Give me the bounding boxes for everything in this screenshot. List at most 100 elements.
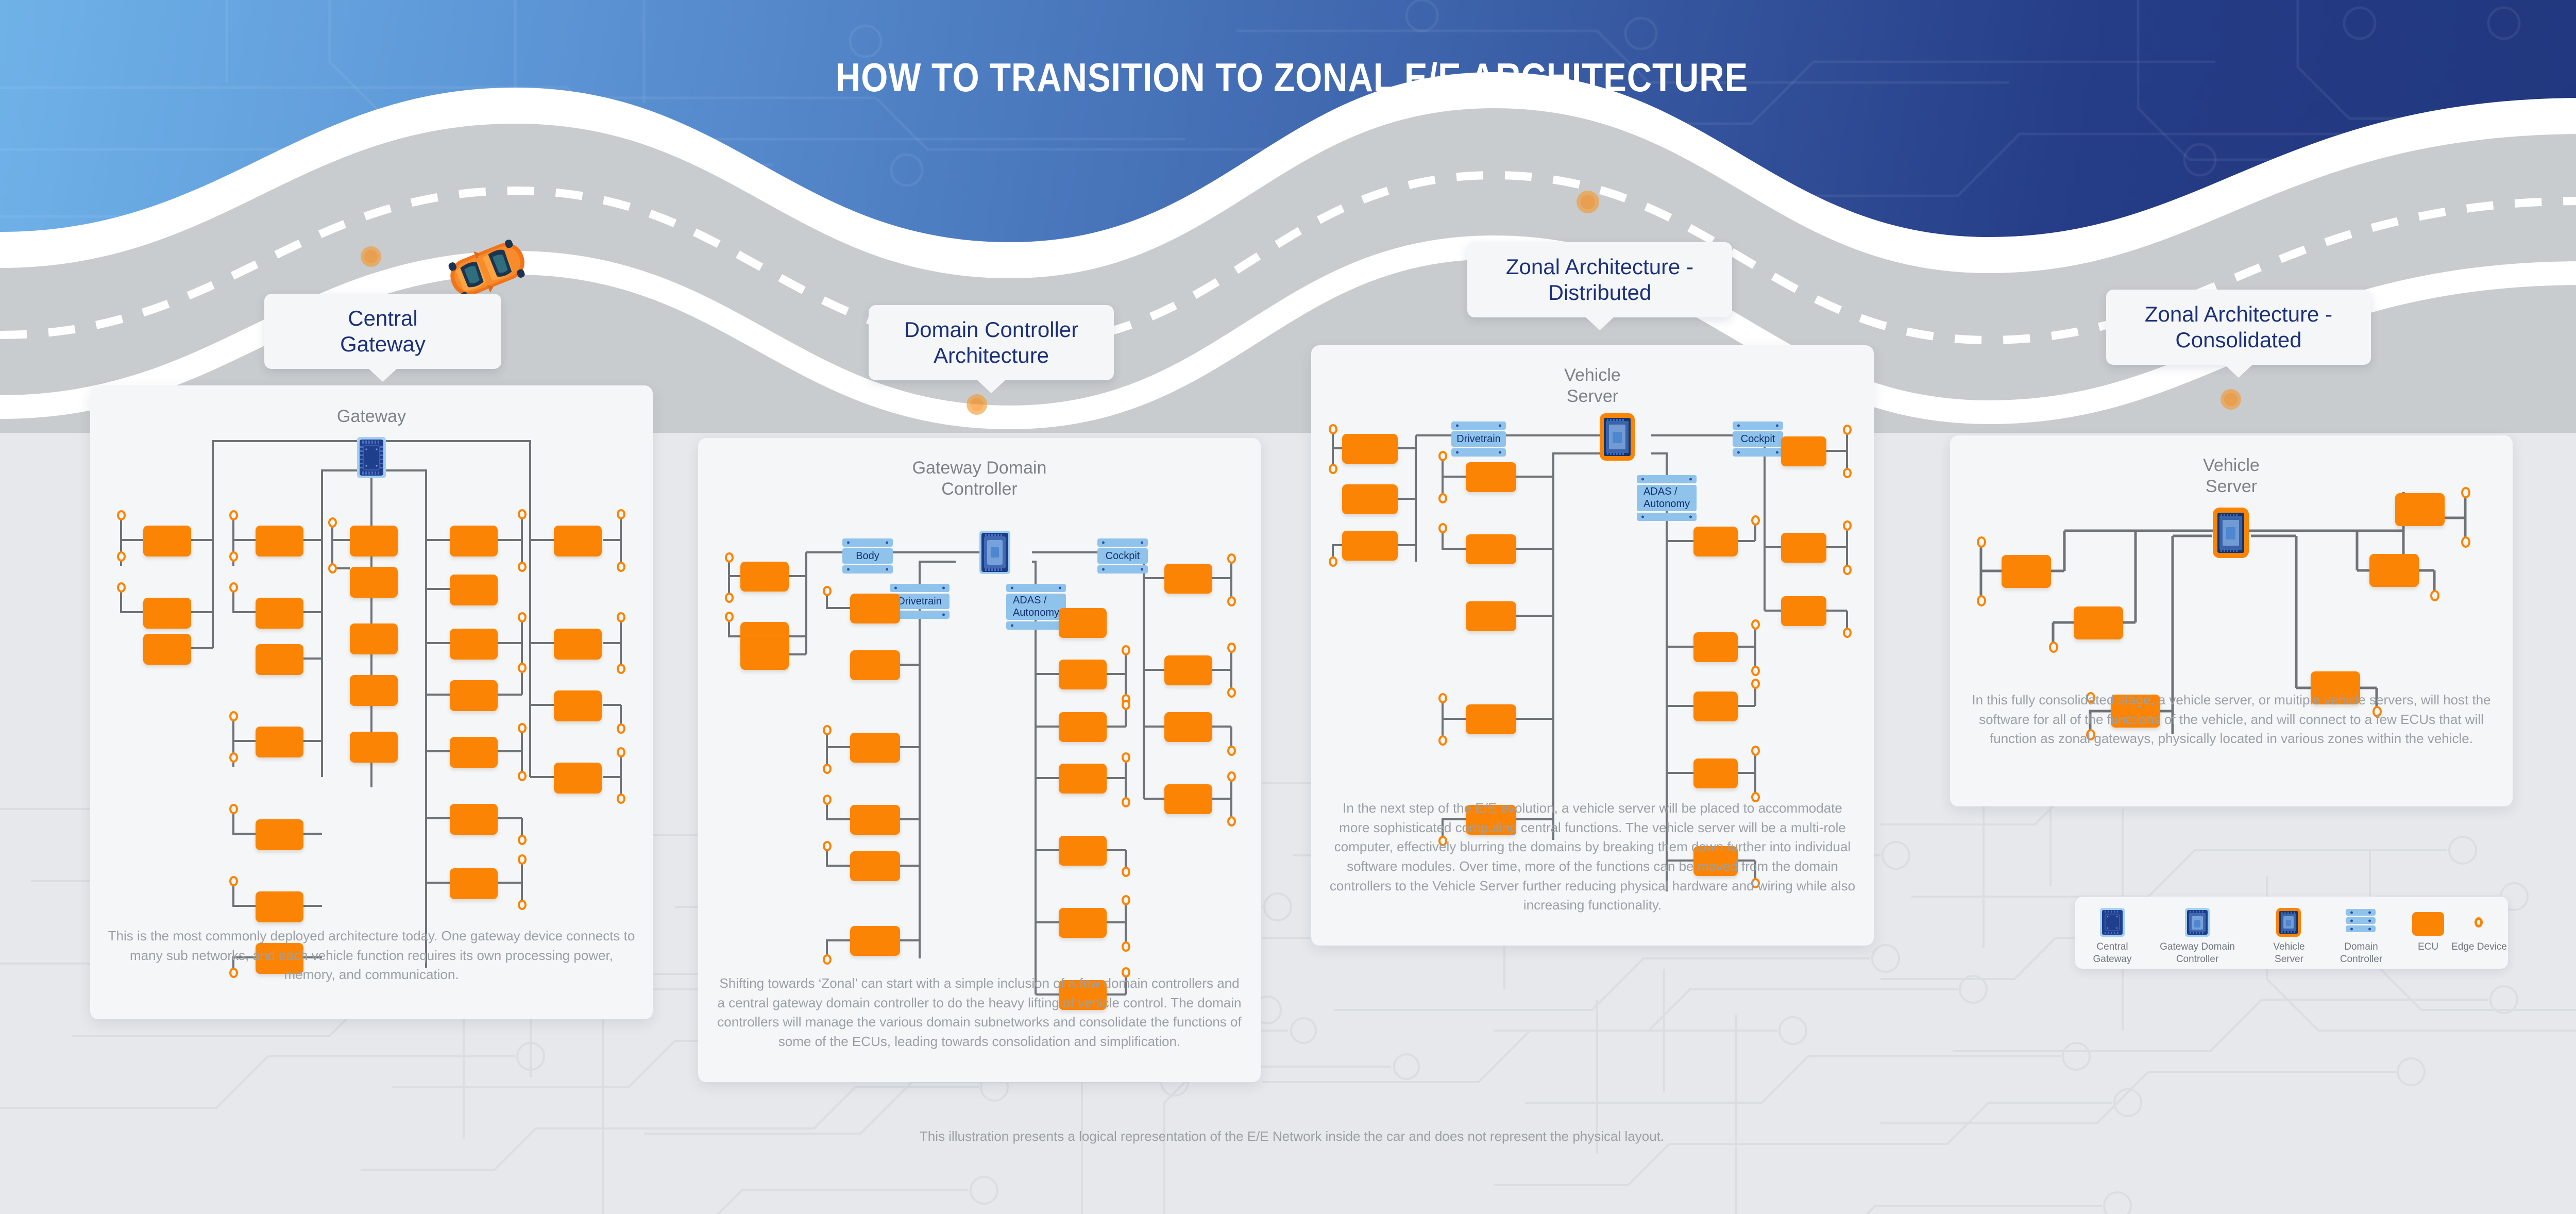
edge-device[interactable] <box>229 510 238 520</box>
ecu-node[interactable] <box>256 891 303 922</box>
edge-device[interactable] <box>2430 590 2439 601</box>
edge-device[interactable] <box>1843 468 1852 478</box>
ecu-node[interactable] <box>143 598 191 629</box>
edge-device[interactable] <box>617 562 625 572</box>
ecu-node[interactable] <box>1164 784 1212 814</box>
edge-device[interactable] <box>1227 553 1236 564</box>
edge-device[interactable] <box>725 552 734 563</box>
ecu-node[interactable] <box>143 634 191 665</box>
edge-device[interactable] <box>823 764 832 774</box>
ecu-node[interactable] <box>256 819 303 850</box>
edge-device[interactable] <box>617 612 625 622</box>
edge-device[interactable] <box>328 563 337 574</box>
edge-device[interactable] <box>823 841 832 851</box>
edge-device[interactable] <box>1977 536 1986 548</box>
edge-device[interactable] <box>518 900 527 910</box>
edge-device[interactable] <box>2086 729 2095 740</box>
edge-device[interactable] <box>518 771 527 781</box>
edge-device[interactable] <box>1751 792 1760 802</box>
edge-device[interactable] <box>1122 797 1130 807</box>
ecu-node[interactable] <box>256 644 303 675</box>
ecu-node[interactable] <box>554 629 602 660</box>
ecu-node[interactable] <box>1693 758 1738 788</box>
ecu-node[interactable] <box>450 575 498 605</box>
ecu-node[interactable] <box>143 526 191 557</box>
ecu-node[interactable] <box>2074 606 2123 639</box>
ecu-node[interactable] <box>1059 836 1107 866</box>
edge-device[interactable] <box>1329 557 1337 567</box>
ecu-node[interactable] <box>554 526 602 557</box>
ecu-node[interactable] <box>256 598 303 629</box>
edge-device[interactable] <box>229 752 238 763</box>
ecu-node[interactable] <box>1466 601 1516 631</box>
edge-device[interactable] <box>2461 536 2470 548</box>
ecu-node[interactable] <box>1164 655 1212 685</box>
edge-device[interactable] <box>617 794 625 804</box>
edge-device[interactable] <box>2049 642 2058 653</box>
vehicle-server-chip[interactable] <box>1600 413 1635 461</box>
ecu-node[interactable] <box>1164 712 1212 742</box>
edge-device[interactable] <box>1438 735 1447 746</box>
domain-controller-adas-autonomy[interactable]: ADAS / Autonomy <box>1637 475 1697 521</box>
ecu-node[interactable] <box>850 851 900 881</box>
edge-device[interactable] <box>1843 520 1852 531</box>
ecu-node[interactable] <box>2111 695 2160 728</box>
edge-device[interactable] <box>725 593 734 603</box>
ecu-node[interactable] <box>2311 671 2360 704</box>
ecu-node[interactable] <box>450 629 498 660</box>
ecu-node[interactable] <box>350 623 398 654</box>
edge-device[interactable] <box>518 612 527 622</box>
edge-device[interactable] <box>1122 941 1130 952</box>
ecu-node[interactable] <box>350 567 398 598</box>
ecu-node[interactable] <box>450 680 498 711</box>
domain-controller-cockpit[interactable]: Cockpit <box>1733 421 1783 457</box>
edge-device[interactable] <box>518 663 527 673</box>
edge-device[interactable] <box>1751 515 1760 526</box>
edge-device[interactable] <box>1751 619 1760 630</box>
domain-controller-adas-autonomy[interactable]: ADAS / Autonomy <box>1006 584 1066 630</box>
edge-device[interactable] <box>1122 645 1130 655</box>
ecu-node[interactable] <box>350 526 398 557</box>
ecu-node[interactable] <box>1693 527 1738 557</box>
edge-device[interactable] <box>328 517 337 528</box>
edge-device[interactable] <box>1227 816 1236 827</box>
edge-device[interactable] <box>1227 643 1236 653</box>
ecu-node[interactable] <box>1342 434 1398 464</box>
edge-device[interactable] <box>229 582 238 593</box>
ecu-node[interactable] <box>1059 764 1107 794</box>
edge-device[interactable] <box>229 876 238 886</box>
edge-device[interactable] <box>1122 895 1130 905</box>
ecu-node[interactable] <box>450 737 498 768</box>
ecu-node[interactable] <box>1693 692 1738 721</box>
edge-device[interactable] <box>1438 693 1447 703</box>
callout-zonal-consolidated[interactable]: Zonal Architecture - Consolidated <box>2106 290 2371 378</box>
callout-domain-controller[interactable]: Domain Controller Architecture <box>869 305 1114 393</box>
domain-controller-body[interactable]: Body <box>842 538 893 574</box>
edge-device[interactable] <box>1843 628 1852 638</box>
edge-device[interactable] <box>1438 451 1447 461</box>
ecu-node[interactable] <box>1059 660 1107 689</box>
edge-device[interactable] <box>1438 836 1447 846</box>
edge-device[interactable] <box>1122 867 1130 877</box>
ecu-node[interactable] <box>450 526 498 557</box>
edge-device[interactable] <box>1329 424 1337 434</box>
ecu-node[interactable] <box>1781 533 1826 563</box>
edge-device[interactable] <box>229 804 238 814</box>
ecu-node[interactable] <box>2369 554 2419 587</box>
ecu-node[interactable] <box>1466 462 1516 492</box>
edge-device[interactable] <box>229 711 238 721</box>
ecu-node[interactable] <box>350 675 398 706</box>
ecu-node[interactable] <box>850 926 900 956</box>
edge-device[interactable] <box>1977 595 1986 606</box>
edge-device[interactable] <box>617 723 625 734</box>
ecu-node[interactable] <box>850 594 900 623</box>
edge-device[interactable] <box>117 510 126 520</box>
edge-device[interactable] <box>823 725 832 735</box>
ecu-node[interactable] <box>1693 632 1738 662</box>
edge-device[interactable] <box>229 968 238 978</box>
ecu-node[interactable] <box>554 690 602 721</box>
ecu-node[interactable] <box>1466 805 1516 835</box>
edge-device[interactable] <box>117 582 126 593</box>
ecu-node[interactable] <box>1342 484 1398 514</box>
ecu-node[interactable] <box>450 868 498 899</box>
